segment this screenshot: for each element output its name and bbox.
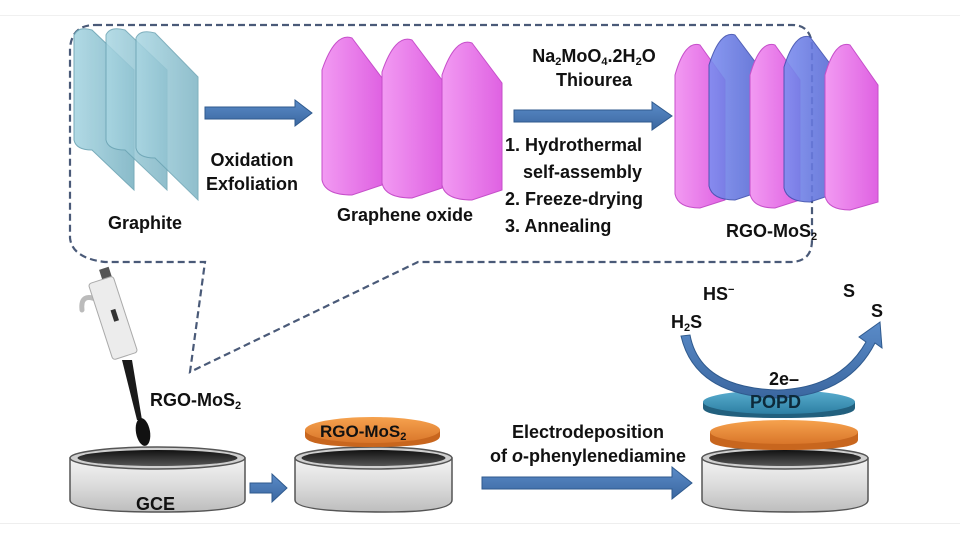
top-margin-strip xyxy=(0,0,960,16)
arrow-oxidation xyxy=(204,98,313,128)
arrow-hydrothermal xyxy=(513,101,673,131)
rgo-mos2-layer xyxy=(305,417,440,443)
step-freeze-drying: 2. Freeze-drying xyxy=(505,189,644,209)
drop-cast-label: RGO-MoS2 xyxy=(150,390,242,412)
graphene-oxide-sheet xyxy=(321,36,383,196)
rgo-mos2-layer xyxy=(710,420,858,444)
step-self-assembly: self-assembly xyxy=(523,162,643,182)
rgo-mos2-product-label: RGO-MoS2 xyxy=(726,221,818,243)
process-steps: 1. Hydrothermal self-assembly 2. Freeze-… xyxy=(505,132,643,240)
exfoliation-text: Exfoliation xyxy=(205,174,298,194)
electrode-body xyxy=(701,457,869,513)
oxidation-text: Oxidation xyxy=(210,150,294,170)
electrodeposition-text: Electrodeposition xyxy=(511,422,664,442)
sample-droplet xyxy=(135,418,151,446)
reagent-formula: Na2MoO4.2H2O xyxy=(532,46,656,68)
graphene-oxide-label: Graphene oxide xyxy=(336,205,474,225)
graphene-oxide-sheet xyxy=(381,38,443,199)
arrow-electrodeposition xyxy=(481,465,693,501)
graphite-label: Graphite xyxy=(107,213,182,233)
graphene-oxide-sheet xyxy=(441,41,503,201)
graphite-sheets xyxy=(73,28,199,202)
pipette-tip xyxy=(122,360,142,420)
h2s-label: H2S xyxy=(671,312,703,334)
electrode-popd xyxy=(701,390,869,513)
graphite-sheet xyxy=(135,31,199,202)
reaction-arrow xyxy=(680,321,883,399)
popd-label: POPD xyxy=(750,392,802,412)
graphene-oxide-sheets xyxy=(321,36,503,201)
electrode-gce xyxy=(69,446,246,513)
electrodeposition-label: Electrodeposition of o-phenylenediamine xyxy=(478,420,698,468)
electrode-body xyxy=(294,457,453,513)
step-annealing: 3. Annealing xyxy=(505,216,612,236)
electrode-surface xyxy=(709,450,861,466)
electrode-body xyxy=(69,457,246,513)
electrode-rgo-mos2 xyxy=(294,417,453,513)
pipette xyxy=(79,266,151,446)
sulfur-label-2: S xyxy=(871,301,884,321)
popd-layer xyxy=(703,390,855,414)
electrons-label: 2e– xyxy=(769,369,800,389)
gce-label: GCE xyxy=(136,494,176,514)
electrode-surface xyxy=(301,450,446,466)
pipette-display xyxy=(110,308,119,322)
electrode-surface xyxy=(77,450,238,466)
rgo-mos2-sheets xyxy=(674,33,879,211)
thiourea-label: Thiourea xyxy=(555,70,632,90)
step-hydrothermal: 1. Hydrothermal xyxy=(505,135,643,155)
coated-layer-label: RGO-MoS2 xyxy=(320,422,407,443)
sulfur-label-1: S xyxy=(843,281,856,301)
arrow-drop-cast xyxy=(249,472,288,504)
graphene-sheet xyxy=(824,43,879,211)
hs-ion-label: HS− xyxy=(703,284,735,304)
bottom-margin-strip xyxy=(0,523,960,541)
dashed-callout-outline xyxy=(68,23,814,374)
oxidation-exfoliation-label: Oxidation Exfoliation xyxy=(196,148,308,196)
o-phenylenediamine-text: of o-phenylenediamine xyxy=(489,446,687,466)
